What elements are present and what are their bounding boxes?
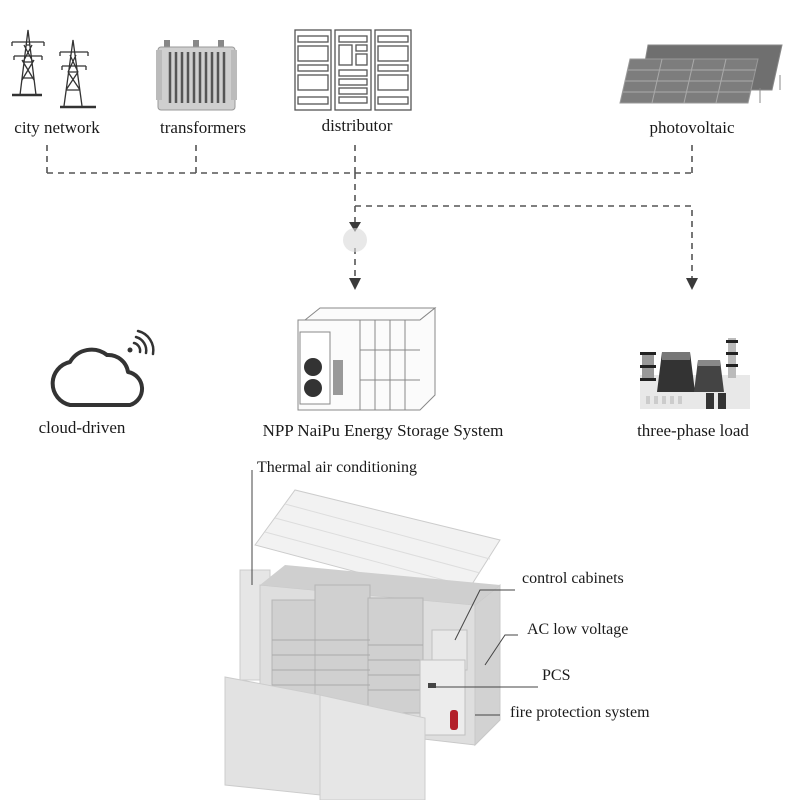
battery-rack-3	[367, 597, 424, 714]
source-label-city-network: city network	[14, 118, 100, 137]
source-label-distributor: distributor	[321, 116, 393, 135]
arrow-head-load	[686, 278, 698, 290]
battery-rack-2	[314, 584, 371, 711]
callout-pcs: PCS	[542, 667, 571, 684]
source-label-photovoltaic: photovoltaic	[649, 118, 735, 137]
glow-spot	[343, 228, 367, 252]
container-door-right	[319, 694, 426, 800]
pcs-cabinet	[419, 659, 466, 736]
callout-line-ac	[484, 634, 518, 666]
load-label: three-phase load	[637, 421, 749, 440]
callout-control-cabinets: control cabinets	[522, 570, 624, 587]
callout-line-control	[454, 589, 515, 641]
arrow-head-storage	[349, 278, 361, 290]
callout-fire-protection-system: fire protection system	[510, 704, 650, 721]
arrow-head-mid	[349, 222, 361, 232]
fire-extinguisher	[450, 710, 458, 730]
connector-branch	[355, 205, 693, 278]
container-door-left	[224, 676, 321, 796]
callout-thermal-air-conditioning: Thermal air conditioning	[257, 459, 417, 476]
callout-ac-low-voltage: AC low voltage	[527, 621, 629, 638]
cloud-label: cloud-driven	[38, 418, 126, 437]
storage-label: NPP NaiPu Energy Storage System	[262, 421, 504, 440]
source-label-transformers: transformers	[160, 118, 246, 137]
